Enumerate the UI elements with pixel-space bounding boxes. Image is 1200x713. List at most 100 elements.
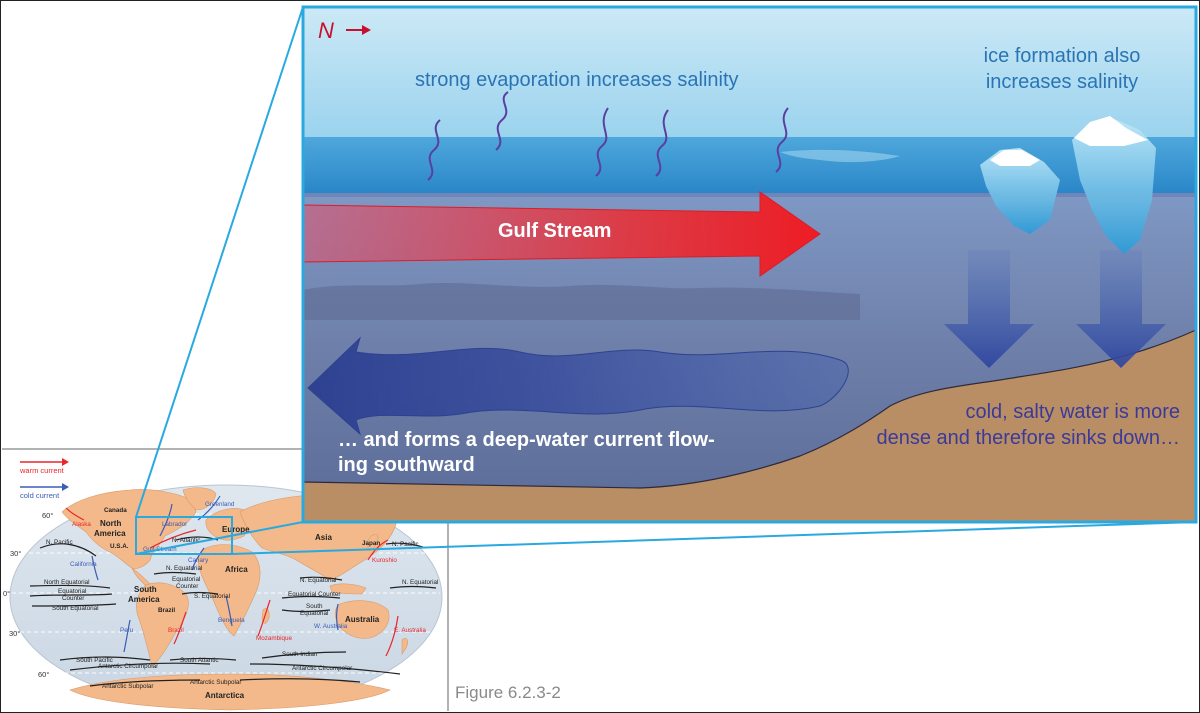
label-current-n-atlantic: N. Atlantic [172,537,200,544]
iceberg-small-snow [990,150,1040,166]
lat-label-30n: 30° [10,549,21,558]
deep-current-text-line-2: ing southward [338,454,475,476]
world-map: warm current cold current 60° 30° 0° 30°… [2,448,449,711]
current-peru [123,619,131,653]
current-n-equatorial-indian [299,576,343,581]
deep-current-text-line-1: … and forms a deep-water current flow- [338,429,715,451]
label-current-n-equatorial-atlantic: N. Equatorial [166,565,202,572]
callout-lines [135,6,1197,555]
label-australia: Australia [345,615,380,624]
label-africa: Africa [225,565,248,574]
label-current-eq-counter-atlantic-1: Equatorial [172,576,200,583]
iceberg-large-snow [1074,116,1148,146]
evaporation-lines [427,91,789,181]
current-gulf-stream [149,529,197,549]
sky-area [303,7,1196,137]
greenland-land [182,487,217,511]
sinking-arrow-right [1076,250,1166,368]
evaporation-text: strong evaporation increases salinity [415,69,739,91]
vapor-line-4 [655,109,669,177]
label-current-s-equatorial-atlantic: S. Equatorial [194,593,230,600]
ice-text-line-1: ice formation also [984,45,1141,67]
lat-label-60s: 60° [38,670,49,679]
current-n-equatorial-east [389,585,437,589]
deep-water-arrow [307,336,849,436]
label-south-america-2: America [128,595,160,604]
current-north-pacific [39,543,97,557]
legend-warm-label: warm current [19,466,65,475]
sea-floor-outline [302,329,1197,489]
africa-land [197,544,261,637]
new-zealand-land [401,638,408,655]
label-north-america-1: North [100,519,121,528]
lat-label-30s: 30° [9,629,20,638]
north-america-land [61,489,197,569]
iceberg-small [980,148,1060,234]
legend-warm-arrow-head [62,458,69,466]
label-current-e-australia: E. Australia [394,627,426,634]
south-america-land [136,582,189,667]
vapor-line-5 [775,107,789,173]
sinking-text-line-2: dense and therefore sinks down… [876,427,1180,449]
label-current-canary: Canary [188,557,209,564]
current-greenland [197,495,221,521]
current-south-equatorial-pacific [31,603,117,607]
label-antarctica: Antarctica [205,691,245,700]
current-south-atlantic [169,657,237,661]
label-current-california: California [70,561,97,568]
lat-label-0: 0° [3,589,10,598]
north-label: N [318,18,334,43]
current-california [91,555,99,581]
current-kuroshio [367,539,389,561]
label-japan: Japan [362,540,380,547]
current-n-equatorial-atlantic [153,571,197,575]
lat-label-60n: 60° [42,511,53,520]
current-s-equatorial-indian [281,609,331,613]
ice-text-line-2: increases salinity [986,71,1138,93]
label-current-south-equatorial-west: South Equatorial [52,605,99,612]
sinking-text-line-1: cold, salty water is more [965,401,1180,423]
figure-caption: Figure 6.2.3-2 [455,683,561,702]
detail-border [301,5,1198,524]
ridge [303,283,860,320]
label-current-n-equatorial-east: N. Equatorial [402,579,438,586]
label-current-south-indian: South Indian [282,651,318,658]
label-canada: Canada [104,507,127,514]
label-europe: Europe [222,525,250,534]
current-benguela [225,595,233,627]
label-current-kuroshio: Kuroshio [372,557,397,564]
label-current-labrador: Labrador [162,521,187,528]
vapor-line-1 [427,119,441,181]
label-south-america-1: South [134,585,157,594]
current-mozambique [257,599,271,637]
label-current-south-atlantic: South Atlantic [180,657,219,664]
label-current-south-pacific: South Pacific [76,657,113,664]
label-current-eq-counter-west-1: Equatorial [58,588,86,595]
current-e-australia [385,615,399,657]
water-ripple [780,149,900,163]
label-current-north-equatorial-west: North Equatorial [44,579,90,586]
current-eq-counter-indian [281,595,341,599]
current-alaska [65,507,85,521]
australia-land [334,600,390,639]
label-current-subpolar-1: Antarctic Subpolar [102,683,153,690]
label-current-acc-1: Antarctic Circumpolar [98,663,158,670]
sinking-arrow-left [944,250,1034,368]
detail-panel: N strong evaporation increases salinity … [301,5,1198,524]
indonesia-land [329,583,367,595]
label-current-eq-counter-indian: Equatorial Counter [288,591,341,598]
label-north-america-2: America [94,529,126,538]
current-canary [191,547,205,571]
label-current-brazil: Brazil [168,627,184,634]
label-current-w-australia: W. Australia [314,623,348,630]
icebergs [980,116,1156,254]
current-w-australia [335,603,339,631]
label-current-mozambique: Mozambique [256,635,293,642]
vapor-line-3 [595,107,609,177]
current-antarctic-subpolar-1 [89,679,201,687]
legend-cold-arrow-head [62,483,69,491]
label-current-greenland: Greenland [205,501,235,508]
label-current-alaska: Alaska [72,521,91,528]
legend-cold-label: cold current [20,491,60,500]
